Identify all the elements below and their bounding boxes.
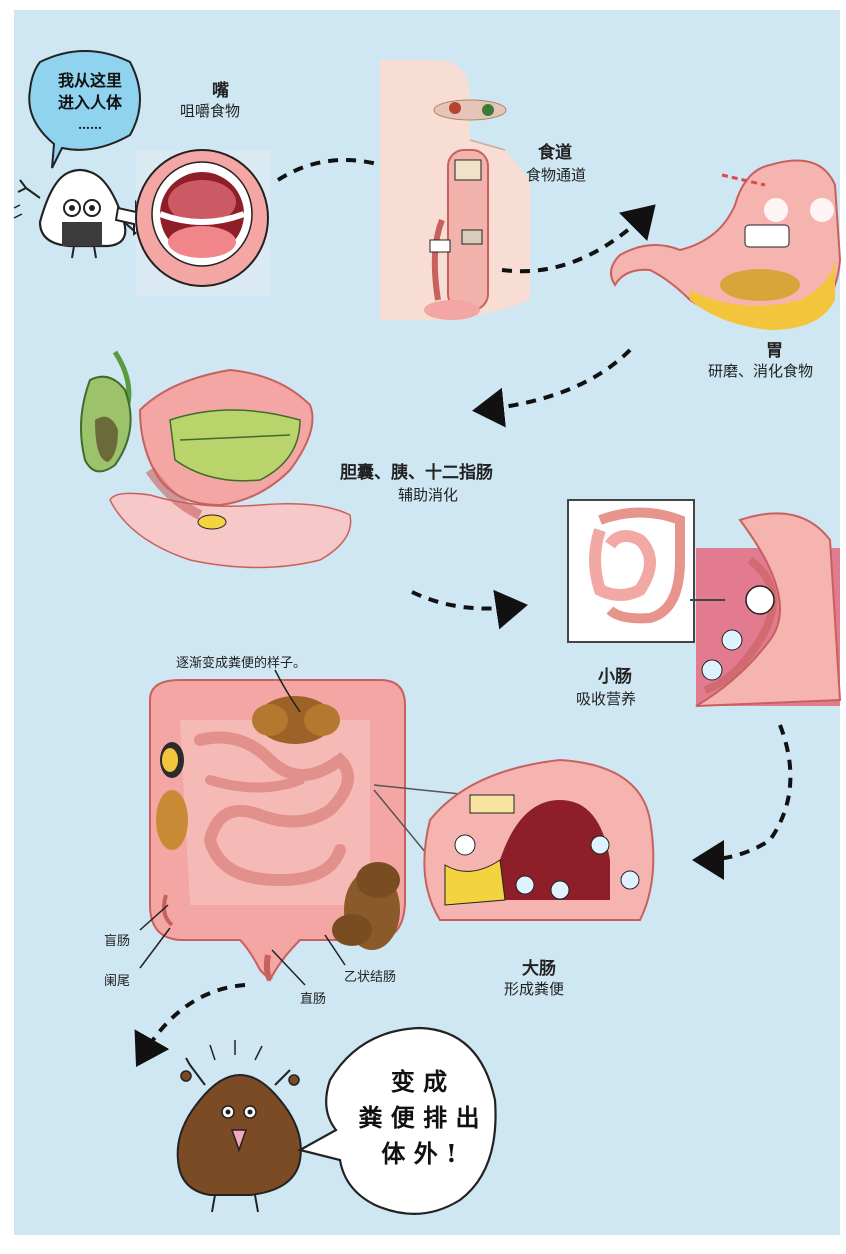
mouth-illustration xyxy=(136,150,270,296)
onigiri-bubble-line2: 进入人体 xyxy=(44,92,136,114)
esophagus-title: 食道 xyxy=(538,138,572,163)
label-rectum: 直肠 xyxy=(300,988,326,1007)
large-intestine-title: 大肠 xyxy=(522,954,556,979)
poop-bubble-line3: 体 外 ! xyxy=(344,1136,494,1172)
poop-bubble-line2: 粪 便 排 出 xyxy=(344,1100,494,1136)
mouth-title: 嘴 xyxy=(212,76,229,101)
small-intestine-title: 小肠 xyxy=(598,662,632,687)
onigiri-bubble-line3: …… xyxy=(44,114,136,136)
label-cecum: 盲肠 xyxy=(104,930,130,949)
label-appendix: 阑尾 xyxy=(104,970,130,989)
mouth-subtitle: 咀嚼食物 xyxy=(180,100,240,121)
large-intestine-illustration xyxy=(150,680,405,980)
helpers-subtitle: 辅助消化 xyxy=(398,484,458,505)
poop-bubble-text: 变 成 粪 便 排 出 体 外 ! xyxy=(344,1064,494,1172)
small-intestine-subtitle: 吸收营养 xyxy=(576,688,636,709)
label-sigmoid-colon: 乙状结肠 xyxy=(344,966,396,985)
large-intestine-subtitle: 形成粪便 xyxy=(504,978,564,999)
stomach-subtitle: 研磨、消化食物 xyxy=(708,360,813,381)
stomach-title: 胃 xyxy=(766,336,783,361)
esophagus-subtitle: 食物通道 xyxy=(526,164,586,185)
stool-forming-note: 逐渐变成粪便的样子。 xyxy=(176,652,306,671)
onigiri-bubble-line1: 我从这里 xyxy=(44,70,136,92)
helpers-title: 胆囊、胰、十二指肠 xyxy=(340,458,493,483)
poop-bubble-line1: 变 成 xyxy=(344,1064,494,1100)
onigiri-bubble-text: 我从这里 进入人体 …… xyxy=(44,70,136,136)
